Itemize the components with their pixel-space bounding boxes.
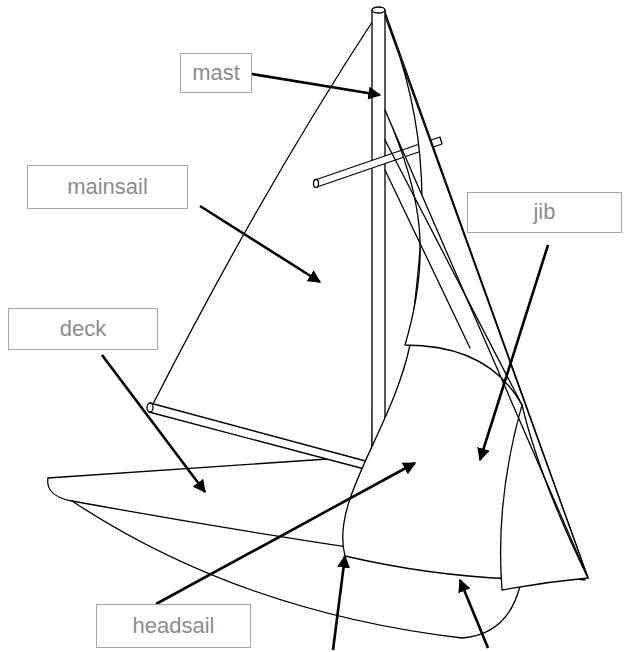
- label-box: headsail: [96, 604, 251, 648]
- mast-top: [372, 7, 385, 13]
- mainsail-shape: [152, 16, 376, 466]
- label-box: mainsail: [27, 165, 188, 209]
- leader-line: [333, 556, 345, 650]
- leader-line: [460, 580, 488, 648]
- part-label: mainsail: [67, 175, 148, 199]
- label-box: mast: [180, 53, 252, 93]
- label-box: deck: [8, 308, 158, 350]
- leader-line: [200, 206, 320, 282]
- leader-line: [102, 355, 205, 492]
- leader-line: [156, 463, 415, 604]
- jib-inner-line: [385, 140, 522, 405]
- part-label: deck: [60, 317, 106, 341]
- jib-inner-line: [385, 170, 470, 348]
- jib-shape: [385, 110, 588, 590]
- part-label: headsail: [133, 614, 215, 638]
- label-box: jib: [467, 192, 622, 233]
- part-label: mast: [192, 61, 240, 85]
- leader-line: [480, 245, 548, 460]
- deck-edge: [48, 456, 372, 478]
- boom-end: [147, 403, 153, 412]
- jib-foot-line: [522, 405, 588, 578]
- leader-line: [246, 73, 380, 95]
- spreader-end: [314, 180, 319, 188]
- mast-pole: [372, 10, 385, 480]
- part-label: jib: [533, 200, 555, 224]
